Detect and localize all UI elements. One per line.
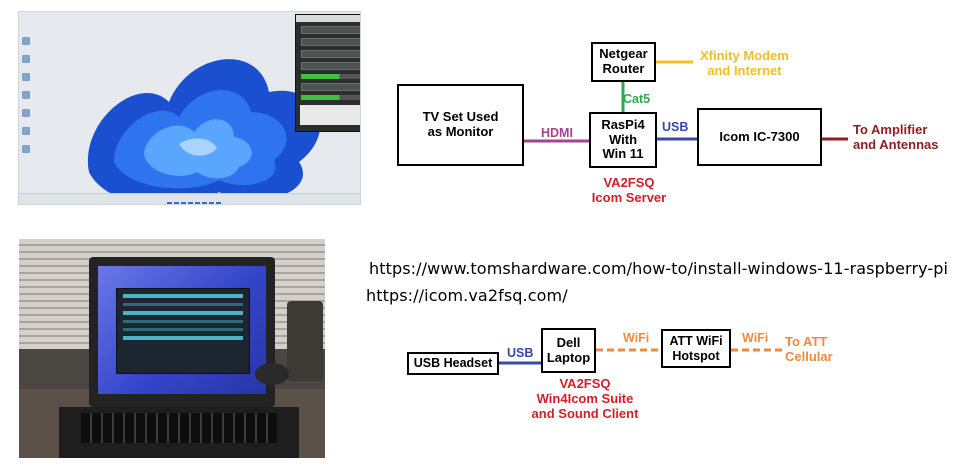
netgear-router-box: Netgear Router: [591, 42, 656, 82]
att-cellular-label: To ATT Cellular: [785, 334, 833, 364]
wifi-label-1: WiFi: [623, 331, 650, 345]
taskbar: [19, 193, 360, 204]
icom-radio-box: Icom IC-7300: [697, 108, 822, 166]
usb-label: USB: [662, 120, 689, 134]
icom-server-link[interactable]: https://icom.va2fsq.com/: [366, 286, 568, 305]
xfinity-label: Xfinity Modem and Internet: [700, 48, 789, 78]
tomshardware-link[interactable]: https://www.tomshardware.com/how-to/inst…: [369, 259, 949, 278]
server-app-window: [295, 14, 360, 132]
windows-bloom-wallpaper: [87, 59, 321, 204]
wifi-label-2: WiFi: [742, 331, 769, 345]
usb-label-2: USB: [507, 346, 534, 360]
desktop-screenshot-photo: [18, 11, 361, 205]
laptop-photo: [19, 239, 325, 458]
laptop-lid: [89, 257, 275, 407]
win4icom-window: [116, 288, 250, 374]
cat5-label: Cat5: [623, 92, 651, 106]
laptop-screen: [98, 266, 266, 394]
client-caption: VA2FSQ Win4Icom Suite and Sound Client: [531, 376, 639, 421]
hdmi-label: HDMI: [541, 126, 573, 140]
dell-laptop-box: Dell Laptop: [541, 328, 596, 373]
usb-headset-box: USB Headset: [407, 352, 499, 375]
laptop-keyboard: [59, 407, 299, 458]
desktop-icons: [22, 37, 32, 163]
server-caption: VA2FSQ Icom Server: [591, 175, 667, 205]
amplifier-label: To Amplifier and Antennas: [853, 122, 939, 152]
att-hotspot-box: ATT WiFi Hotspot: [661, 329, 731, 368]
tv-monitor-box: TV Set Used as Monitor: [397, 84, 524, 166]
raspi-box: RasPi4 With Win 11: [589, 112, 657, 168]
